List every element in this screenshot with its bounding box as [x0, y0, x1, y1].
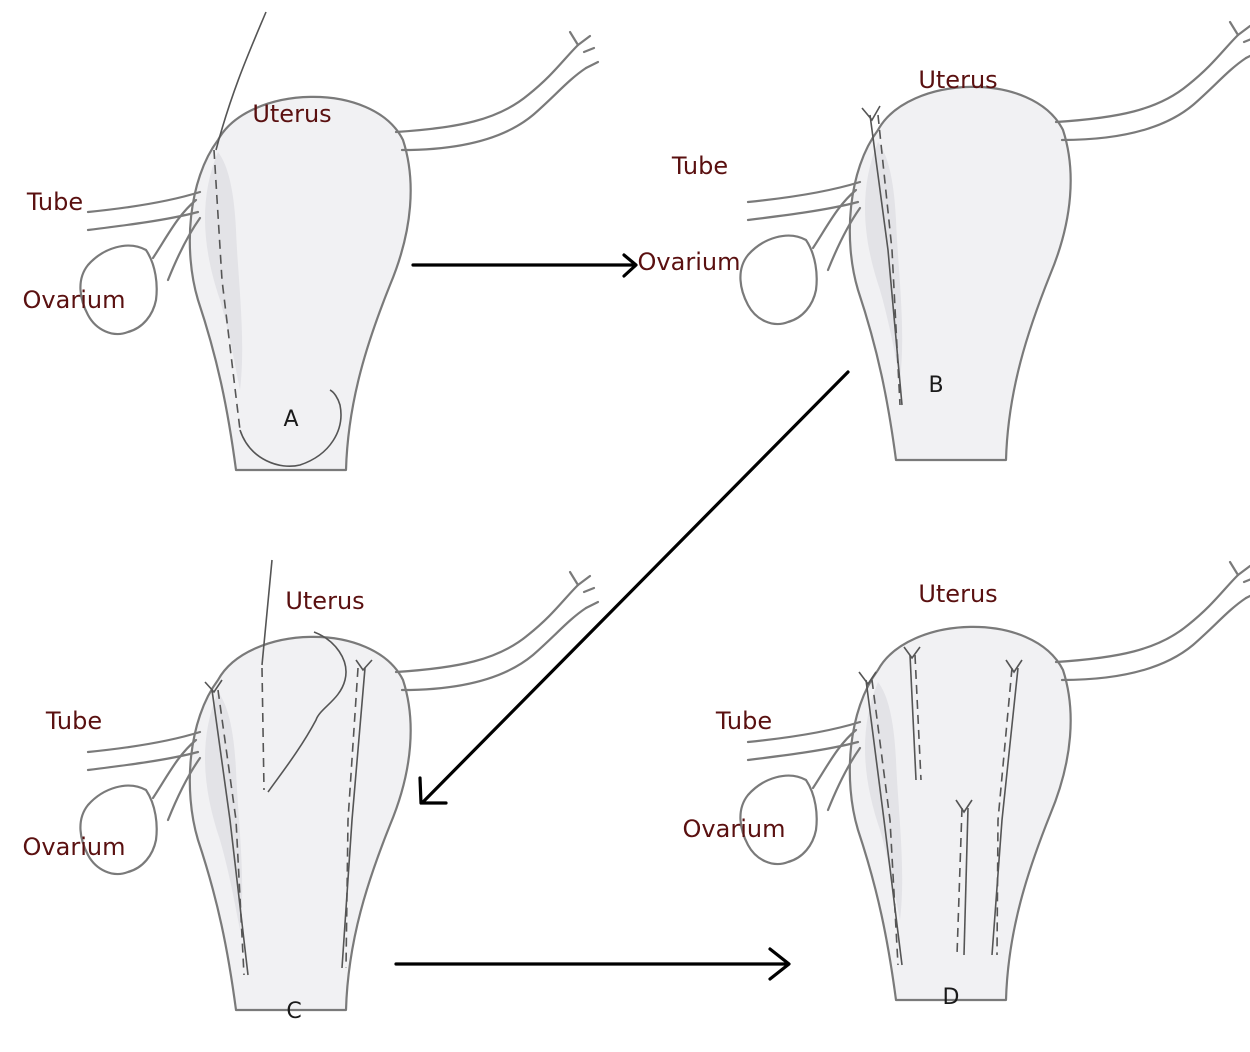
- label-ovarium-d: Ovarium: [683, 815, 786, 843]
- uterus-drawing-c: [80, 572, 598, 1010]
- uterus-drawing-d: [740, 562, 1250, 1000]
- label-ovarium-a: Ovarium: [23, 286, 126, 314]
- panel-letter-d: D: [943, 985, 960, 1010]
- panel-letter-b: B: [928, 373, 943, 398]
- panel-letter-c: C: [286, 999, 301, 1024]
- label-uterus-a: Uterus: [252, 100, 331, 128]
- panel-c: Uterus Tube Ovarium C: [23, 560, 598, 1024]
- label-tube-d: Tube: [715, 707, 772, 735]
- arrow-c-to-d: [396, 949, 789, 979]
- panel-b: Uterus Tube Ovarium B: [638, 22, 1250, 460]
- label-uterus-d: Uterus: [918, 580, 997, 608]
- suture-knot-b: [862, 106, 880, 120]
- label-tube-c: Tube: [45, 707, 102, 735]
- panel-letter-a: A: [283, 407, 298, 432]
- label-ovarium-b: Ovarium: [638, 248, 741, 276]
- label-uterus-b: Uterus: [918, 66, 997, 94]
- panel-a: Uterus Tube Ovarium A: [23, 12, 598, 470]
- arrow-a-to-b: [413, 255, 636, 276]
- label-tube-a: Tube: [26, 188, 83, 216]
- label-uterus-c: Uterus: [285, 587, 364, 615]
- label-tube-b: Tube: [671, 152, 728, 180]
- label-ovarium-c: Ovarium: [23, 833, 126, 861]
- panel-d: Uterus Tube Ovarium D: [683, 562, 1250, 1010]
